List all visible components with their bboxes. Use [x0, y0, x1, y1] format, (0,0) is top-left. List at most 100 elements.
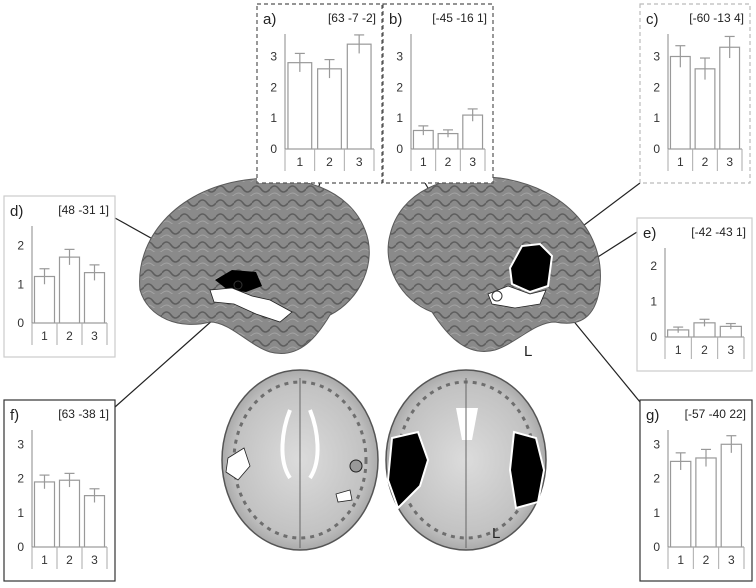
- right-activation-white: [209, 287, 293, 323]
- right-hemisphere-surface: [139, 177, 370, 354]
- panel-a-ytick: 1: [270, 111, 277, 125]
- panel-f-bar: [83, 495, 106, 548]
- panel-c: c) [-60 -13 4] 0 1 2 3 1 2 3: [639, 3, 751, 184]
- panel-e: e) [-42 -43 1] 0 1 2 1 2 3: [636, 217, 753, 372]
- panel-a-category-label: 3: [356, 155, 363, 169]
- panel-e-ytick: 2: [650, 259, 657, 273]
- hemisphere-label-surface: L: [524, 343, 532, 360]
- panel-b-category-label: 3: [469, 155, 476, 169]
- panel-f-ytick: 2: [17, 472, 24, 486]
- panel-e-ytick: 1: [650, 295, 657, 309]
- panel-g-category-label: 3: [728, 553, 735, 567]
- panel-f-bar: [58, 479, 81, 548]
- panel-g-ytick: 0: [653, 540, 660, 554]
- panel-c-category-label: 3: [726, 155, 733, 169]
- panel-c-ytick: 3: [653, 50, 660, 64]
- panel-a-bar: [346, 43, 372, 150]
- left-hemisphere-surface: L: [387, 176, 601, 360]
- left-roi-marker: [491, 290, 503, 302]
- left-activation-black: [508, 242, 554, 294]
- panel-e-category-label: 1: [675, 343, 682, 357]
- panel-g-category-label: 1: [677, 553, 684, 567]
- panel-c-coordinate: [-60 -13 4]: [689, 11, 744, 25]
- panel-b: b) [-45 -16 1] 0 1 2 3 1 2 3: [382, 3, 494, 184]
- panel-a-label: a): [263, 11, 276, 28]
- panel-g-ytick: 2: [653, 472, 660, 486]
- left-activation-white: [487, 285, 547, 309]
- panel-a-bar: [317, 68, 342, 150]
- panel-d-ytick: 2: [17, 239, 24, 253]
- panel-g-coordinate: [-57 -40 22]: [685, 407, 746, 421]
- panel-a-category-label: 2: [326, 155, 333, 169]
- right-hemisphere-outline: [139, 177, 370, 354]
- left-hemisphere-outline: [387, 176, 601, 352]
- panel-d-label: d): [10, 203, 23, 220]
- panel-b-ytick: 3: [396, 50, 403, 64]
- panel-f-ytick: 1: [17, 506, 24, 520]
- panel-f-frame: [3, 399, 116, 582]
- panel-b-ytick: 0: [396, 142, 403, 156]
- panel-g-ytick: 1: [653, 506, 660, 520]
- panel-g-bar: [720, 443, 743, 548]
- right-roi-marker: [233, 280, 243, 290]
- panel-b-frame: [382, 3, 494, 184]
- panel-g-bar: [669, 460, 692, 548]
- panel-b-ytick: 2: [396, 80, 403, 94]
- axial-right-activation-left: [386, 430, 430, 510]
- panel-g-label: g): [646, 407, 659, 424]
- panel-c-category-label: 1: [677, 155, 684, 169]
- panel-a-ytick: 0: [270, 142, 277, 156]
- panel-c-ytick: 1: [653, 111, 660, 125]
- panel-d-category-label: 3: [91, 329, 98, 343]
- axial-left-activation-right: [225, 447, 251, 481]
- panel-f-ytick: 0: [17, 540, 24, 554]
- panel-d: d) [48 -31 1] 0 1 2 1 2 3: [3, 195, 116, 358]
- panel-a-bar: [287, 62, 313, 150]
- panel-g: g) [-57 -40 22] 0 1 2 3 1 2 3: [639, 399, 753, 582]
- hemisphere-label-axial: L: [492, 525, 500, 542]
- panel-g-bar: [695, 457, 717, 548]
- panel-c-ytick: 0: [653, 142, 660, 156]
- panel-d-category-label: 1: [41, 329, 48, 343]
- panel-a-ytick: 3: [270, 50, 277, 64]
- panel-d-coordinate: [48 -31 1]: [58, 203, 109, 217]
- axial-slice-left: [221, 369, 379, 551]
- axial-slice-right: L: [385, 369, 547, 551]
- panel-c-bar: [694, 68, 716, 150]
- panel-b-label: b): [389, 11, 402, 28]
- panel-f-label: f): [10, 407, 19, 424]
- panel-e-coordinate: [-42 -43 1]: [691, 225, 746, 239]
- axial-right-activation-right: [508, 430, 546, 510]
- panel-b-category-label: 1: [420, 155, 427, 169]
- panel-b-category-label: 2: [445, 155, 452, 169]
- panel-c-ytick: 2: [653, 80, 660, 94]
- panel-f-coordinate: [63 -38 1]: [58, 407, 109, 421]
- panel-d-category-label: 2: [66, 329, 73, 343]
- panel-a-coordinate: [63 -7 -2]: [328, 11, 376, 25]
- panel-a-ytick: 2: [270, 80, 277, 94]
- panel-c-bar: [719, 46, 741, 150]
- panel-d-ytick: 0: [17, 316, 24, 330]
- panel-g-category-label: 2: [703, 553, 710, 567]
- panel-e-label: e): [643, 225, 656, 242]
- panel-d-bar: [58, 256, 81, 324]
- panel-b-coordinate: [-45 -16 1]: [432, 11, 487, 25]
- panel-g-ytick: 3: [653, 437, 660, 451]
- panel-f-category-label: 1: [41, 553, 48, 567]
- panel-f-bar: [33, 481, 56, 548]
- panel-e-category-label: 3: [727, 343, 734, 357]
- panel-d-ytick: 1: [17, 277, 24, 291]
- panel-c-label: c): [646, 11, 659, 28]
- panel-e-frame: [636, 217, 753, 372]
- panel-c-category-label: 2: [702, 155, 709, 169]
- panel-f-category-label: 3: [91, 553, 98, 567]
- panel-a-category-label: 1: [296, 155, 303, 169]
- panel-c-bar: [669, 55, 691, 150]
- panel-e-ytick: 0: [650, 330, 657, 344]
- panel-e-category-label: 2: [701, 343, 708, 357]
- panel-b-ytick: 1: [396, 111, 403, 125]
- panel-f-ytick: 3: [17, 437, 24, 451]
- panel-a: a) [63 -7 -2] 0 1 2 3 1 2 3: [256, 3, 383, 184]
